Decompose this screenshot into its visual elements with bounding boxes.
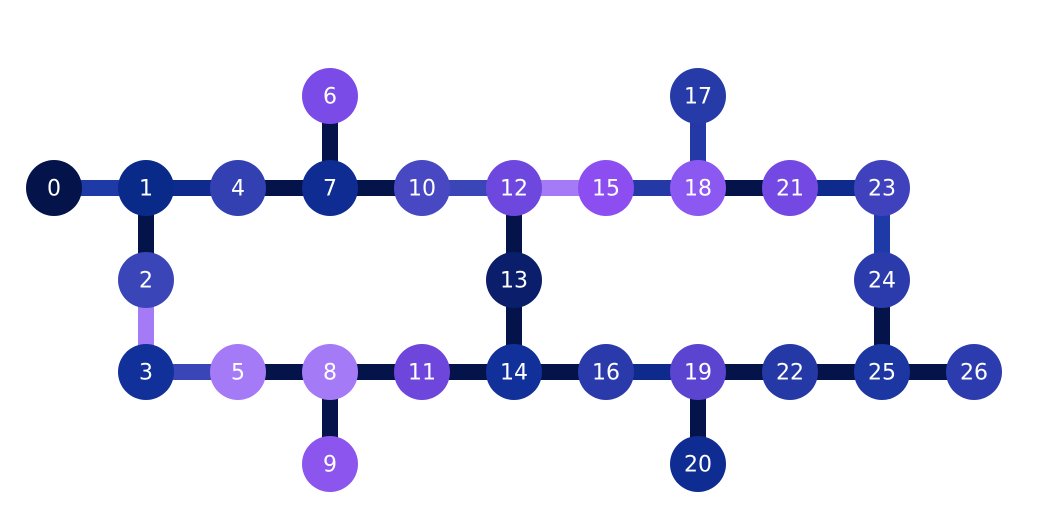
qubit-label: 21 (776, 177, 804, 202)
qubit-node-7: 7 (302, 160, 358, 216)
qubit-node-0: 0 (26, 160, 82, 216)
qubit-label: 8 (323, 361, 337, 386)
qubit-node-14: 14 (486, 344, 542, 400)
qubit-node-17: 17 (670, 68, 726, 124)
qubit-circle (210, 344, 266, 400)
qubit-circle (946, 344, 1002, 400)
qubit-node-2: 2 (118, 252, 174, 308)
qubit-circle (578, 160, 634, 216)
qubit-label: 6 (323, 85, 337, 110)
qubit-label: 18 (684, 177, 712, 202)
qubit-node-1: 1 (118, 160, 174, 216)
qubit-label: 0 (47, 177, 61, 202)
qubit-node-16: 16 (578, 344, 634, 400)
qubit-circle (486, 252, 542, 308)
qubit-circle (486, 344, 542, 400)
qubit-circle (854, 160, 910, 216)
qubit-circle (302, 160, 358, 216)
qubit-label: 7 (323, 177, 337, 202)
qubit-node-6: 6 (302, 68, 358, 124)
qubit-label: 17 (684, 85, 712, 110)
qubit-label: 2 (139, 269, 153, 294)
qubit-circle (118, 344, 174, 400)
qubit-label: 4 (231, 177, 245, 202)
qubit-node-9: 9 (302, 436, 358, 492)
qubit-label: 9 (323, 453, 337, 478)
qubit-label: 22 (776, 361, 804, 386)
qubit-label: 13 (500, 269, 528, 294)
qubit-circle (26, 160, 82, 216)
qubit-circle (210, 160, 266, 216)
qubit-circle (670, 160, 726, 216)
qubit-circle (302, 344, 358, 400)
qubit-circle (118, 252, 174, 308)
qubit-label: 1 (139, 177, 153, 202)
qubit-label: 10 (408, 177, 436, 202)
qubit-node-20: 20 (670, 436, 726, 492)
qubit-node-13: 13 (486, 252, 542, 308)
qubit-node-26: 26 (946, 344, 1002, 400)
qubit-circle (670, 68, 726, 124)
qubit-circle (302, 68, 358, 124)
qubit-node-15: 15 (578, 160, 634, 216)
qubit-circle (394, 344, 450, 400)
qubit-node-11: 11 (394, 344, 450, 400)
qubit-label: 24 (868, 269, 896, 294)
qubit-node-21: 21 (762, 160, 818, 216)
qubit-label: 15 (592, 177, 620, 202)
qubit-circle (578, 344, 634, 400)
qubit-circle (762, 160, 818, 216)
qubit-circle (854, 252, 910, 308)
qubit-node-23: 23 (854, 160, 910, 216)
qubit-node-10: 10 (394, 160, 450, 216)
qubit-node-18: 18 (670, 160, 726, 216)
qubit-label: 16 (592, 361, 620, 386)
qubit-label: 23 (868, 177, 896, 202)
qubit-label: 26 (960, 361, 988, 386)
qubit-circle (762, 344, 818, 400)
qubit-node-22: 22 (762, 344, 818, 400)
qubit-circle (118, 160, 174, 216)
qubit-label: 25 (868, 361, 896, 386)
qubit-label: 3 (139, 361, 153, 386)
qubit-label: 5 (231, 361, 245, 386)
qubit-node-24: 24 (854, 252, 910, 308)
qubit-node-4: 4 (210, 160, 266, 216)
qubit-node-25: 25 (854, 344, 910, 400)
qubit-circle (670, 344, 726, 400)
qubit-node-12: 12 (486, 160, 542, 216)
qubit-label: 19 (684, 361, 712, 386)
qubit-circle (854, 344, 910, 400)
qubit-label: 11 (408, 361, 436, 386)
qubit-label: 12 (500, 177, 528, 202)
qubit-circle (670, 436, 726, 492)
qubit-node-19: 19 (670, 344, 726, 400)
qubit-label: 14 (500, 361, 528, 386)
qubit-circle (394, 160, 450, 216)
qubit-circle (302, 436, 358, 492)
qubit-node-5: 5 (210, 344, 266, 400)
qubit-node-8: 8 (302, 344, 358, 400)
qubit-node-3: 3 (118, 344, 174, 400)
qubit-label: 20 (684, 453, 712, 478)
qubit-circle (486, 160, 542, 216)
